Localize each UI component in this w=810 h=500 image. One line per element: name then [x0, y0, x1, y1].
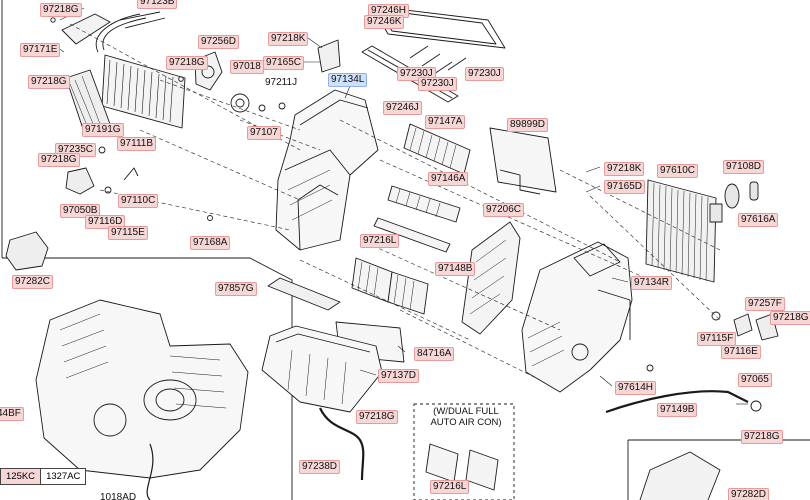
- part-label-97218G_r[interactable]: 97218G: [770, 311, 810, 325]
- dual-ac-note-line-2: AUTO AIR CON): [430, 417, 502, 428]
- heater-core: [95, 11, 186, 129]
- part-label-97171E[interactable]: 97171E: [20, 43, 61, 57]
- part-label-97257F[interactable]: 97257F: [745, 297, 785, 311]
- part-label-97146A[interactable]: 97146A: [428, 172, 469, 186]
- part-label-97616A[interactable]: 97616A: [738, 213, 779, 227]
- part-label-97216L_b[interactable]: 97216L: [430, 480, 470, 494]
- dual-ac-note: (W/DUAL FULL AUTO AIR CON): [420, 406, 512, 428]
- part-label-97110C[interactable]: 97110C: [118, 194, 159, 208]
- part-label-97116E[interactable]: 97116E: [721, 345, 761, 359]
- part-label-97211J[interactable]: 97211J: [265, 77, 298, 88]
- part-label-97115E[interactable]: 97115E: [108, 226, 148, 240]
- table-cell-1: 125KC: [0, 468, 42, 485]
- part-label-97148B[interactable]: 97148B: [435, 262, 476, 276]
- part-label-97246K[interactable]: 97246K: [364, 15, 405, 29]
- lower-case: [261, 325, 383, 413]
- part-label-97065[interactable]: 97065: [738, 373, 772, 387]
- part-label-97216L[interactable]: 97216L: [360, 234, 400, 248]
- part-label-97610C[interactable]: 97610C: [657, 164, 699, 178]
- part-label-97282C[interactable]: 97282C: [12, 275, 54, 289]
- table-cell-2: 1327AC: [40, 468, 87, 485]
- part-label-97115F[interactable]: 97115F: [697, 332, 737, 346]
- part-label-97230J_b[interactable]: 97230J: [418, 77, 457, 91]
- part-label-97206C[interactable]: 97206C: [483, 203, 525, 217]
- part-label-97218G_l[interactable]: 97218G: [28, 75, 70, 89]
- part-label-1018AD[interactable]: 1018AD: [100, 492, 137, 500]
- part-label-89899D[interactable]: 89899D: [507, 118, 549, 132]
- part-label-97108D[interactable]: 97108D: [723, 160, 765, 174]
- part-label-97218G_l2[interactable]: 97218G: [38, 153, 80, 167]
- part-label-97050B[interactable]: 97050B: [60, 204, 101, 218]
- part-label-97149B[interactable]: 97149B: [657, 403, 698, 417]
- dual-ac-note-line-1: (W/DUAL FULL: [433, 406, 499, 417]
- part-label-97246J[interactable]: 97246J: [383, 101, 422, 115]
- part-label-97218G_m[interactable]: 97218G: [166, 56, 208, 70]
- part-label-97191G[interactable]: 97191G: [82, 123, 124, 137]
- part-number-table: 125KC 1327AC: [0, 468, 87, 485]
- part-label-97218G_tl[interactable]: 97218G: [40, 3, 82, 17]
- part-label-84BF[interactable]: 44BF: [0, 407, 24, 421]
- part-label-97134L[interactable]: 97134L: [328, 73, 368, 87]
- upper-case-right: [521, 241, 633, 393]
- part-label-97168A[interactable]: 97168A: [190, 236, 231, 250]
- part-label-97218K_t[interactable]: 97218K: [268, 32, 309, 46]
- part-label-97256D[interactable]: 97256D: [198, 35, 240, 49]
- part-label-97116D[interactable]: 97116D: [85, 215, 126, 229]
- part-label-97107[interactable]: 97107: [247, 126, 281, 140]
- part-label-97018[interactable]: 97018: [230, 60, 264, 74]
- blower-assembly: [35, 299, 249, 500]
- part-label-84716A[interactable]: 84716A: [414, 347, 455, 361]
- upper-case-left: [275, 39, 379, 251]
- part-label-97614H[interactable]: 97614H: [615, 381, 657, 395]
- part-label-97165D[interactable]: 97165D: [604, 180, 646, 194]
- part-label-97238D[interactable]: 97238D: [299, 460, 341, 474]
- part-label-97218G_rb[interactable]: 97218G: [741, 430, 783, 444]
- part-label-97147A[interactable]: 97147A: [425, 115, 466, 129]
- part-label-97137D[interactable]: 97137D: [378, 369, 420, 383]
- part-label-97111B[interactable]: 97111B: [117, 137, 156, 151]
- part-label-97165C[interactable]: 97165C: [263, 56, 305, 70]
- part-label-97218G_b[interactable]: 97218G: [356, 410, 398, 424]
- part-label-97230J_c[interactable]: 97230J: [465, 67, 504, 81]
- part-label-97134R[interactable]: 97134R: [631, 276, 673, 290]
- part-label-97218K_r[interactable]: 97218K: [604, 162, 645, 176]
- part-label-97282D[interactable]: 97282D: [728, 488, 770, 500]
- part-label-97123B[interactable]: 97123B: [137, 0, 178, 9]
- part-label-97857G[interactable]: 97857G: [215, 282, 257, 296]
